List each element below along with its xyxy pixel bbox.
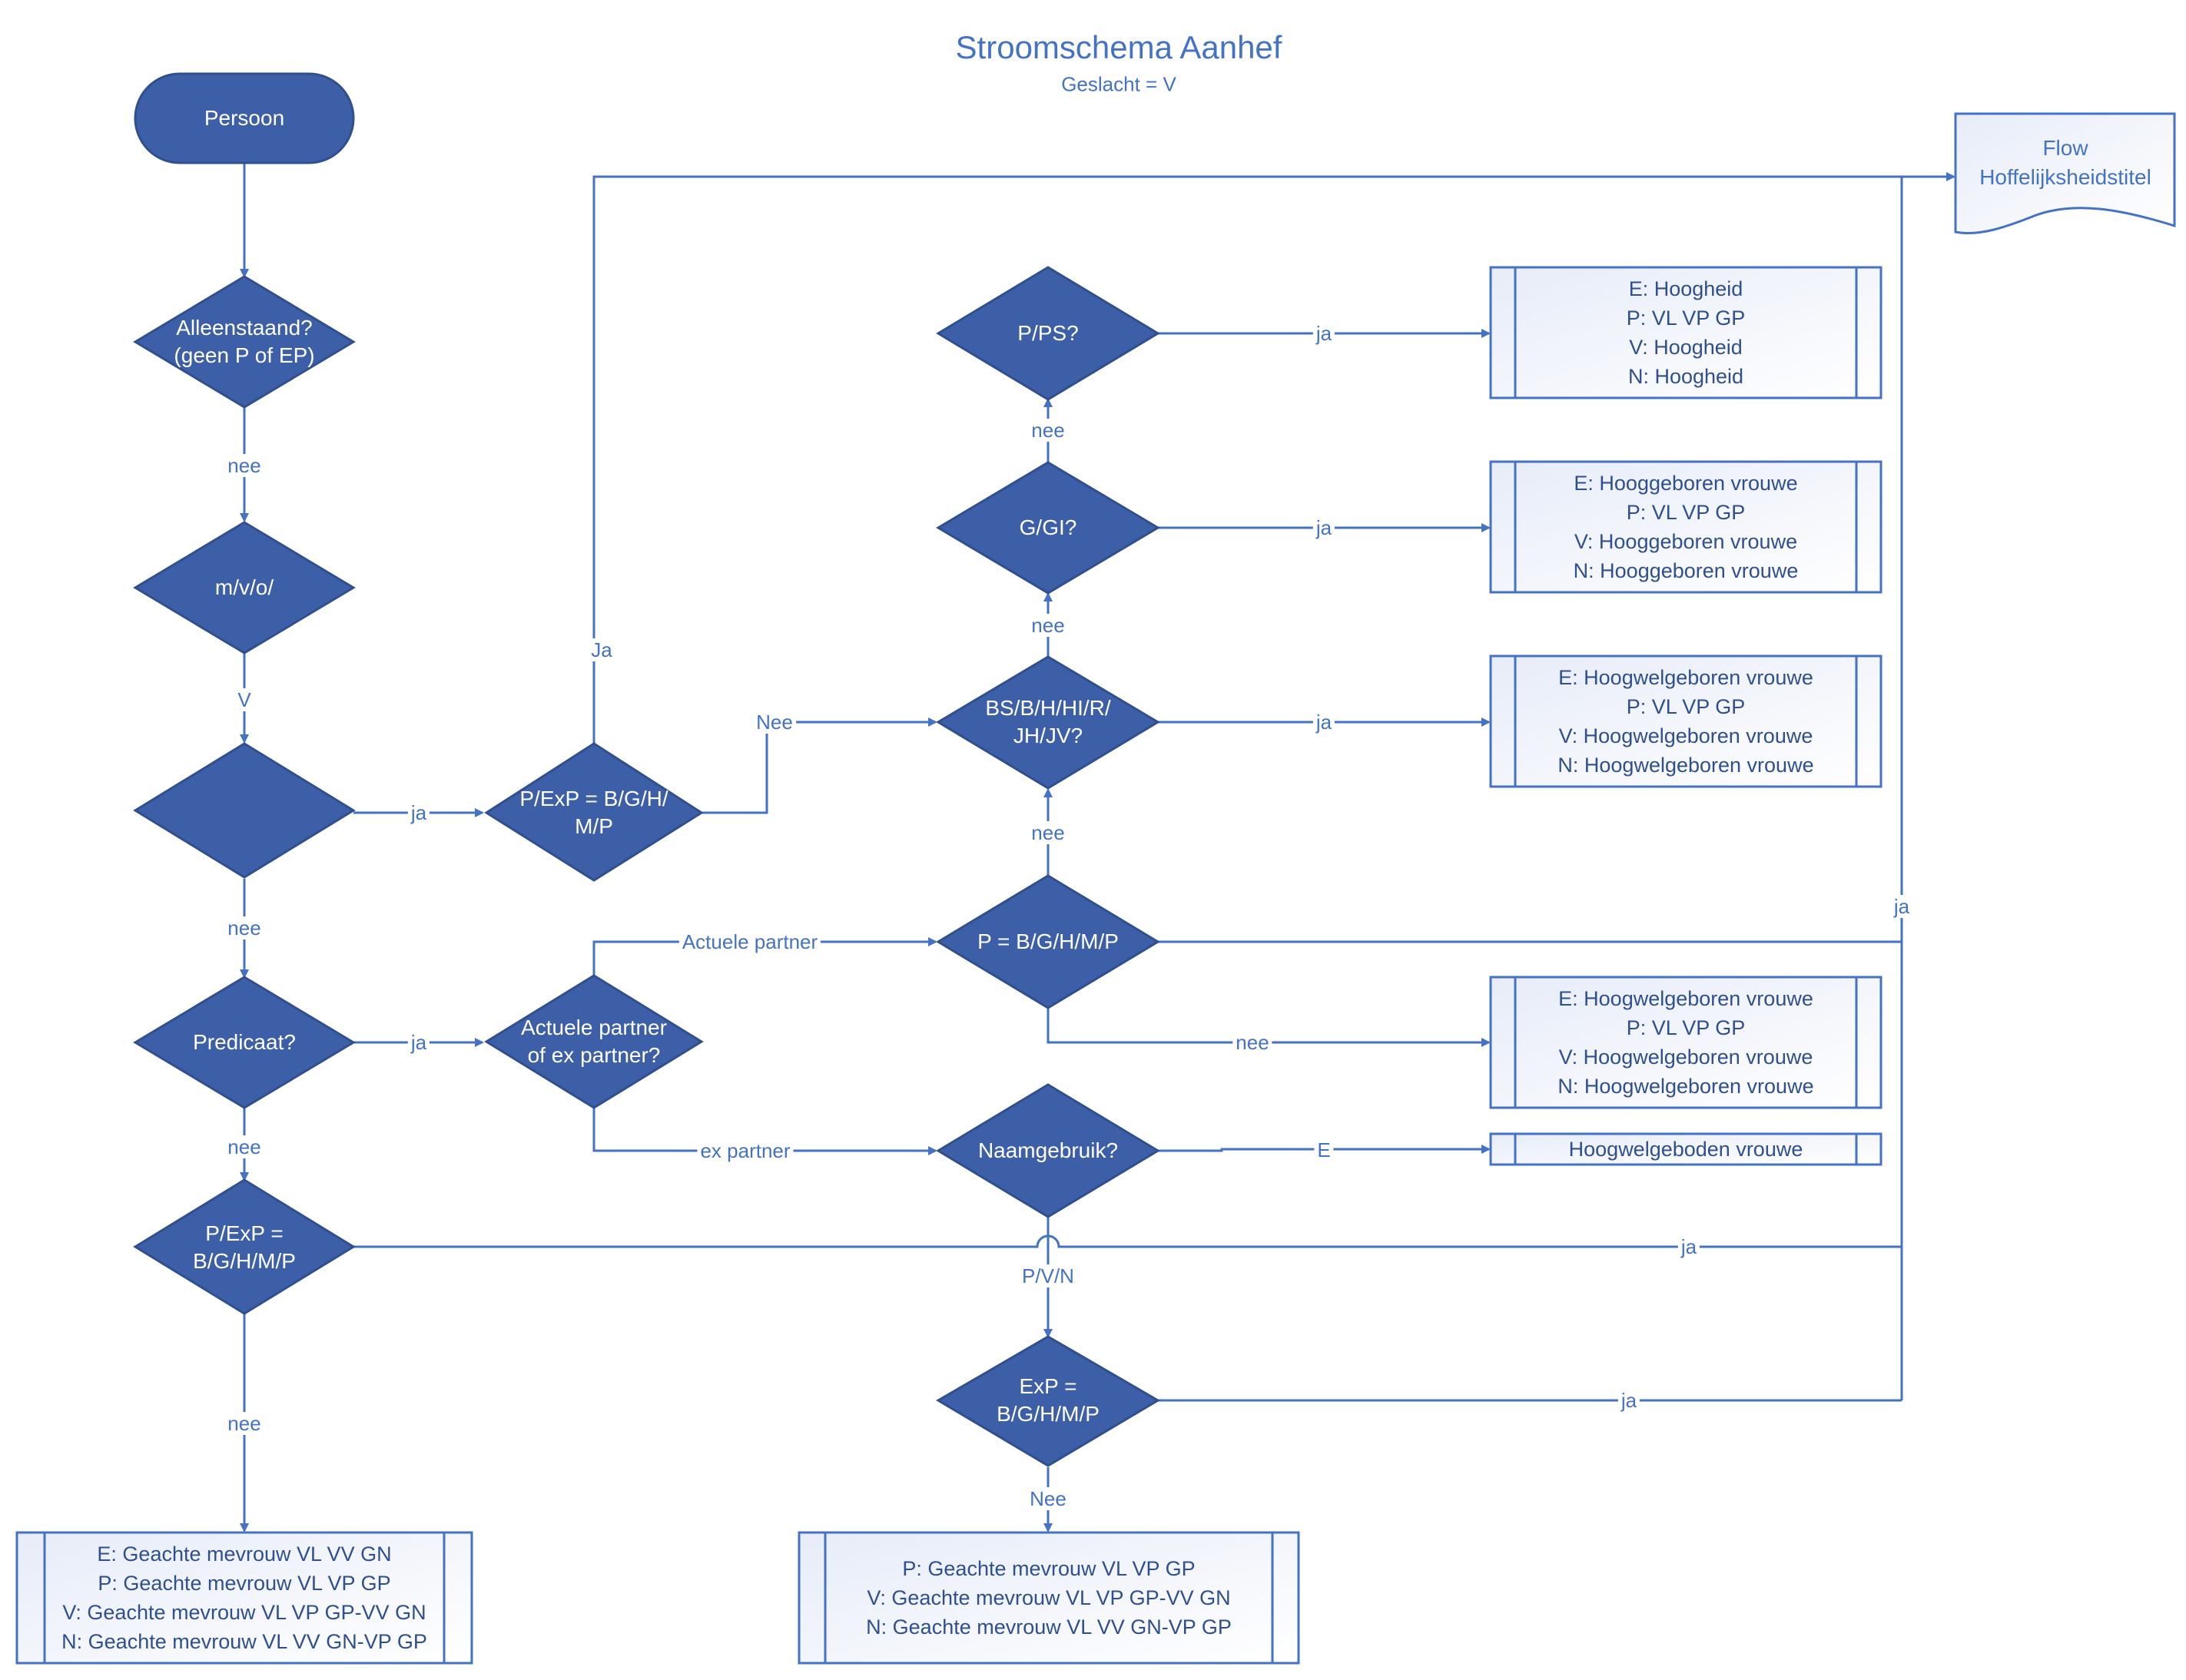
node-bs: [936, 655, 1160, 790]
node-pps: [936, 266, 1160, 401]
doc-flow-hoffelijksheidstitel: [1954, 112, 2176, 235]
node-alleenstaand: [133, 275, 356, 409]
edge-actuele-peq: [592, 937, 937, 976]
box-hoogwelgeboren-2: [1489, 976, 1882, 1109]
node-predicaat: [133, 976, 356, 1109]
edge-pexp-mid-bs: [702, 717, 937, 814]
box-hooggeboren: [1489, 460, 1882, 594]
box-geachte-left: [15, 1531, 473, 1665]
box-hoogwelgeboden: [1489, 1132, 1882, 1166]
edge-pexp-mid-flow: [592, 172, 1955, 744]
node-pexp-left: [133, 1178, 356, 1315]
box-hoogheid: [1489, 266, 1882, 399]
node-p-eq: [936, 874, 1160, 1009]
box-hoogwelgeboren-1: [1489, 654, 1882, 788]
edge-peq-box: [1047, 1006, 1491, 1047]
node-mvo: [133, 521, 356, 654]
node-adellijk: [133, 742, 356, 879]
edge-pexp-left-right: [353, 1234, 1902, 1248]
node-pexp-mid: [484, 742, 704, 882]
edge-naamgebruik-box: [1158, 1145, 1491, 1154]
node-exp-eq: [936, 1335, 1160, 1467]
node-actuele-partner: [484, 974, 704, 1109]
edge-actuele-naamgebruik: [592, 1108, 937, 1155]
node-ggi: [936, 461, 1160, 595]
node-naamgebruik: [936, 1083, 1160, 1218]
node-persoon: [134, 72, 355, 164]
box-geachte-mid: [798, 1531, 1300, 1665]
